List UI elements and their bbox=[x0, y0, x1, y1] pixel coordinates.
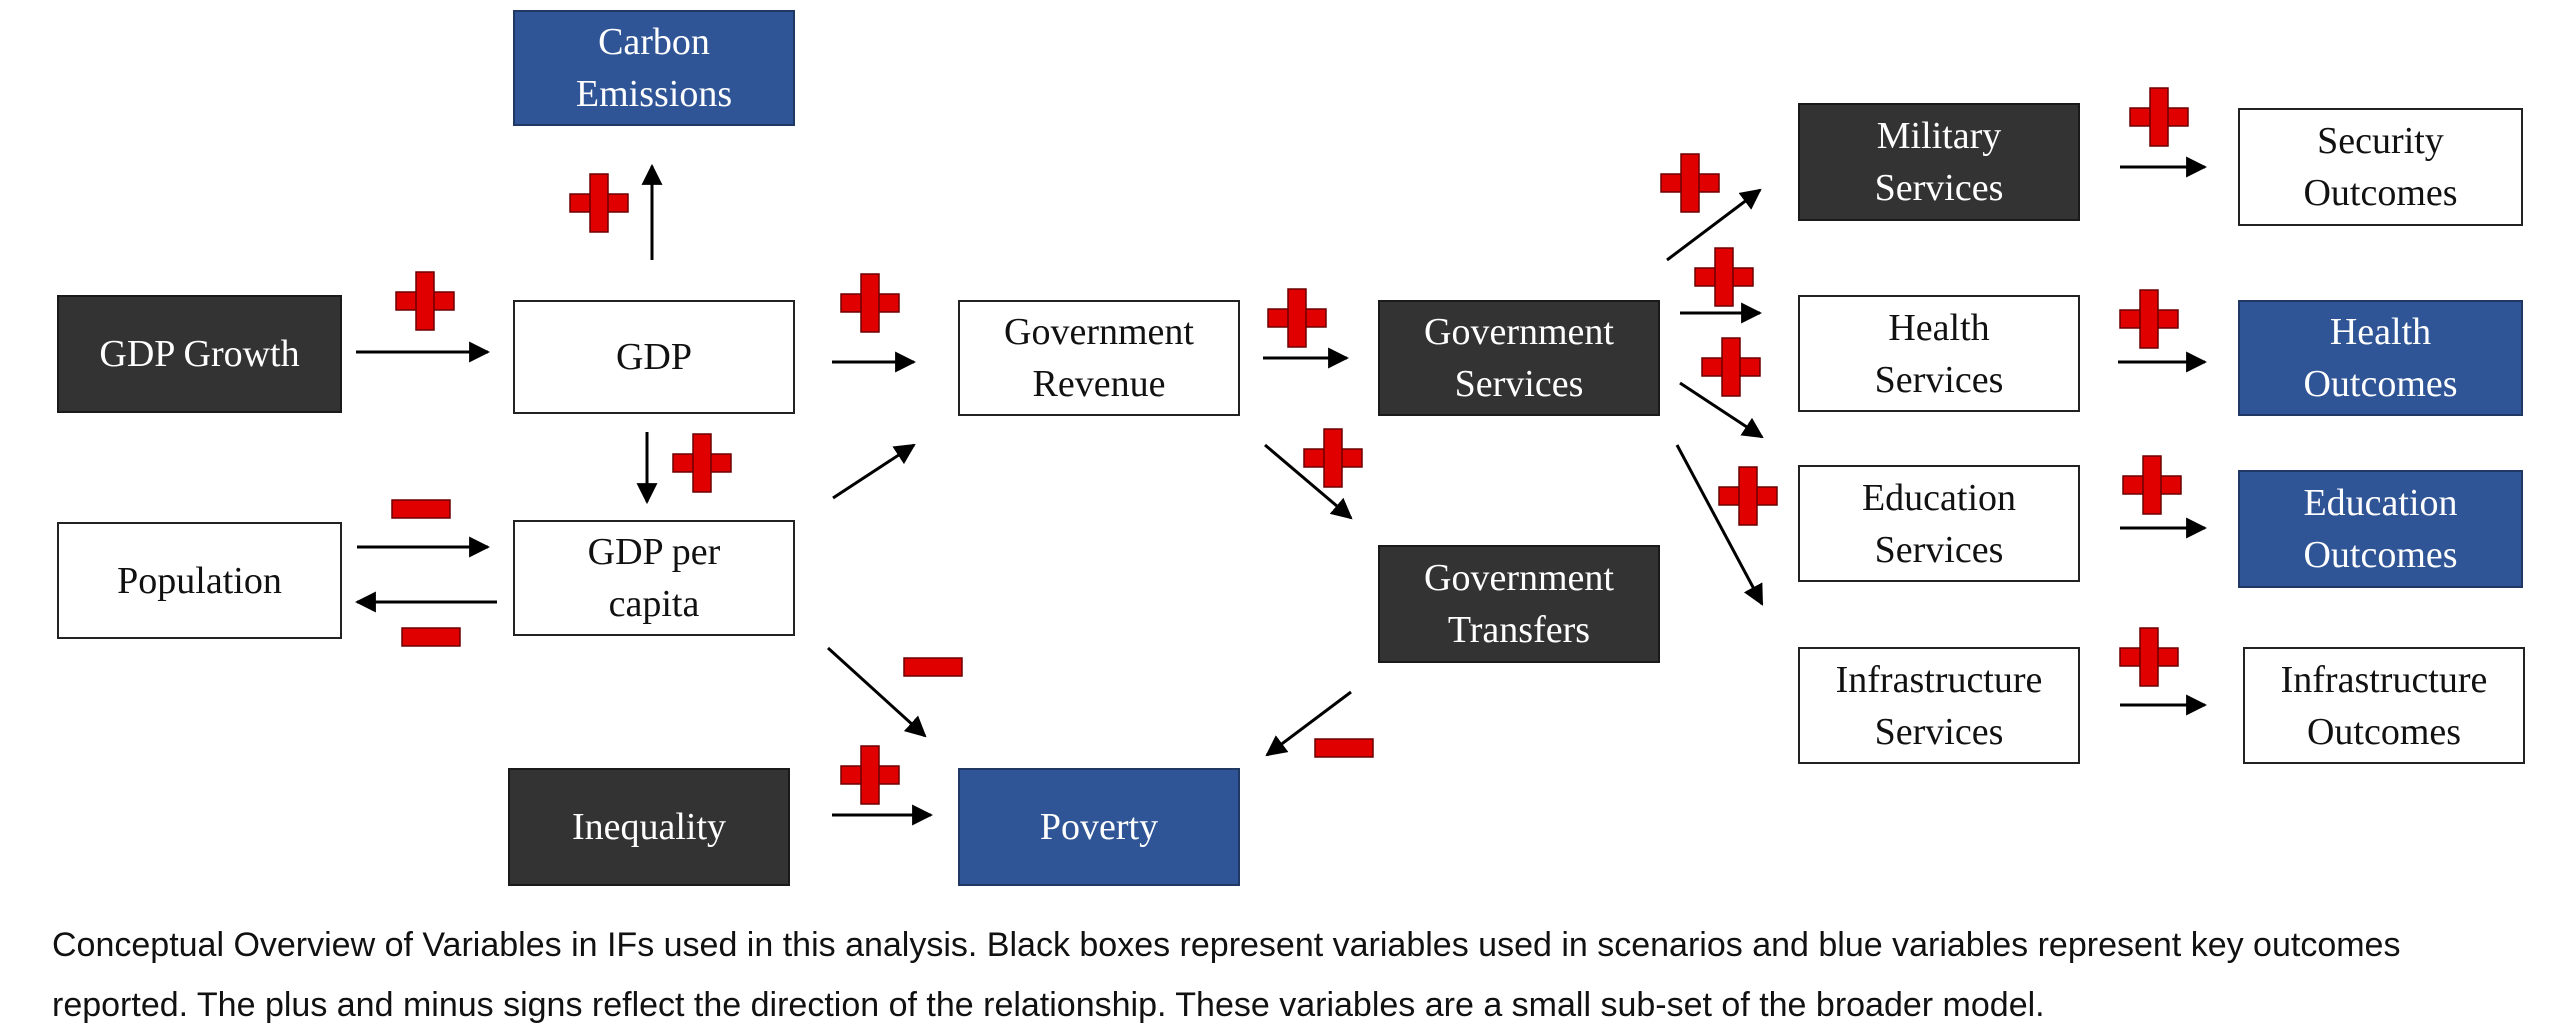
node-label: Poverty bbox=[1039, 806, 1159, 848]
node-label: Government bbox=[1424, 557, 1614, 599]
plus-sign-icon bbox=[569, 173, 629, 233]
node-label: Services bbox=[1874, 528, 2004, 571]
population-box: Population bbox=[57, 522, 342, 639]
arrow-govservices-to-infrastructure bbox=[1675, 444, 1764, 606]
node-label: Infrastructure bbox=[2280, 658, 2488, 701]
caption-line: Conceptual Overview of Variables in IFs … bbox=[52, 926, 2401, 964]
node-label: GDP per bbox=[587, 531, 721, 573]
arrow-govservices-to-education bbox=[1679, 381, 1764, 439]
plus-sign-icon bbox=[672, 433, 732, 493]
plus-sign-icon bbox=[1701, 337, 1761, 397]
node-label: Education bbox=[2303, 482, 2458, 524]
arrow-revenue-to-govtransfers bbox=[1264, 443, 1353, 520]
arrow-govservices-to-military bbox=[1666, 188, 1762, 262]
node-label: Population bbox=[117, 559, 282, 602]
node-label: Outcomes bbox=[2303, 363, 2458, 405]
plus-sign-icon bbox=[840, 273, 900, 333]
caption-line: reported. The plus and minus signs refle… bbox=[52, 986, 2045, 1024]
node-label: Military bbox=[1876, 115, 2002, 157]
minus-sign-icon bbox=[391, 499, 451, 519]
poverty-box: Poverty bbox=[958, 768, 1240, 886]
node-label: Government bbox=[1004, 311, 1194, 353]
node-label: GDP bbox=[615, 336, 693, 378]
minus-sign-icon bbox=[903, 657, 963, 677]
minus-sign-icon bbox=[1314, 738, 1374, 758]
plus-sign-icon bbox=[1718, 466, 1778, 526]
node-label: Revenue bbox=[1032, 363, 1166, 405]
plus-sign-icon bbox=[1303, 428, 1363, 488]
minus-sign-icon bbox=[401, 627, 461, 647]
node-label: Services bbox=[1874, 710, 2004, 753]
figure-caption: Conceptual Overview of Variables in IFs … bbox=[52, 915, 2522, 1035]
node-label: Security bbox=[2317, 120, 2444, 162]
node-label: Services bbox=[1874, 358, 2004, 401]
plus-sign-icon bbox=[2122, 455, 2182, 515]
node-label: Education bbox=[1861, 476, 2017, 519]
gdp-growth-box: GDP Growth bbox=[57, 295, 342, 413]
node-label: GDP Growth bbox=[99, 333, 300, 375]
node-label: Transfers bbox=[1447, 609, 1591, 651]
node-label: Services bbox=[1874, 167, 2004, 209]
node-label: Outcomes bbox=[2303, 534, 2458, 576]
gdp-box: GDP bbox=[513, 300, 795, 414]
node-label: Services bbox=[1454, 363, 1584, 405]
plus-sign-icon bbox=[1267, 288, 1327, 348]
plus-sign-icon bbox=[1660, 153, 1720, 213]
node-label: Health bbox=[2329, 311, 2432, 353]
arrow-layer bbox=[354, 87, 2208, 826]
node-label: Government bbox=[1424, 311, 1614, 353]
node-label: Inequality bbox=[571, 806, 727, 848]
node-label: Emissions bbox=[575, 73, 733, 115]
plus-sign-icon bbox=[2119, 627, 2179, 687]
arrow-govtransfers-to-poverty bbox=[1265, 690, 1352, 757]
arrow-gdppc-to-revenue bbox=[832, 443, 916, 500]
plus-sign-icon bbox=[395, 271, 455, 331]
node-label: capita bbox=[608, 583, 700, 625]
gdp-per-capita-box: GDP per capita bbox=[513, 520, 795, 636]
node-label: Carbon bbox=[598, 21, 710, 63]
plus-sign-icon bbox=[2119, 289, 2179, 349]
plus-sign-icon bbox=[2129, 87, 2189, 147]
node-label: Outcomes bbox=[2306, 710, 2462, 753]
plus-sign-icon bbox=[1694, 247, 1754, 307]
plus-sign-icon bbox=[840, 745, 900, 805]
inequality-box: Inequality bbox=[508, 768, 790, 886]
node-label: Outcomes bbox=[2303, 172, 2458, 214]
node-label: Health bbox=[1888, 306, 1990, 349]
arrow-gdppc-to-poverty bbox=[826, 646, 927, 738]
node-label: Infrastructure bbox=[1835, 658, 2043, 701]
